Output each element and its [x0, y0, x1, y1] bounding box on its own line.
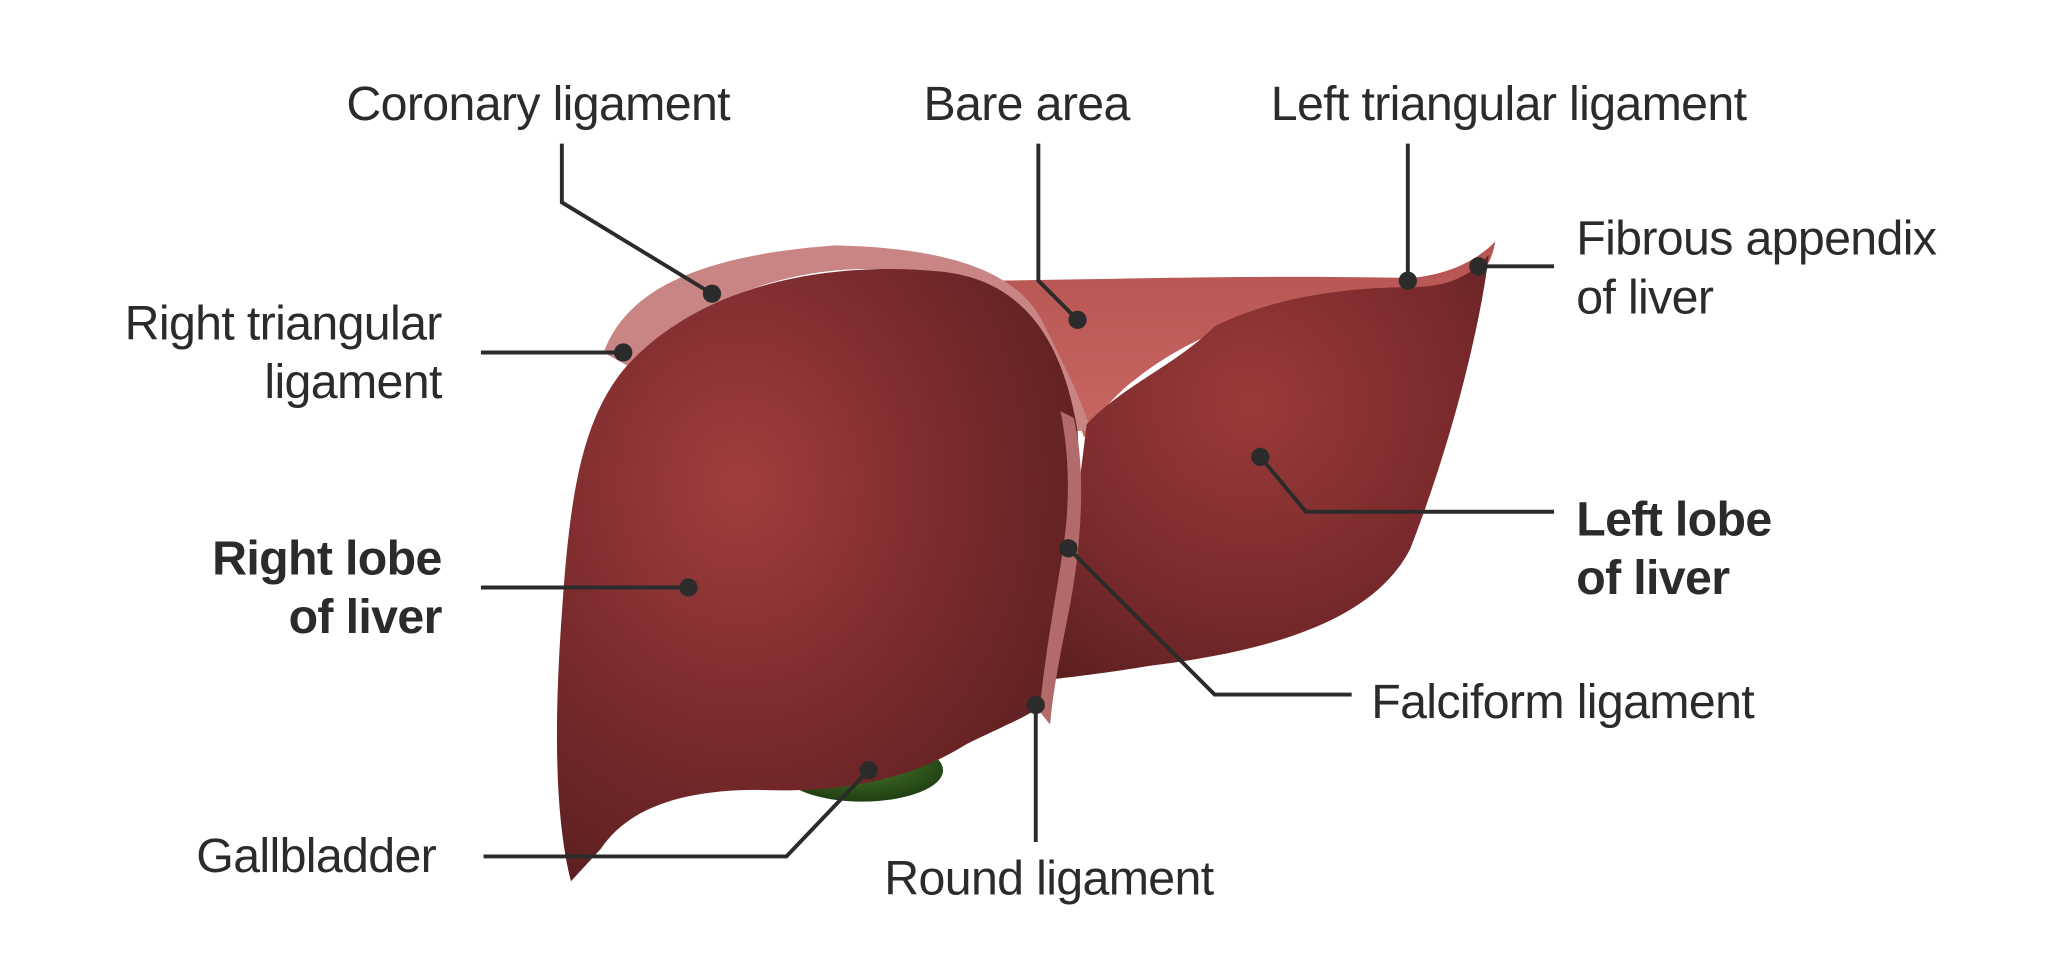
- label-right-triangular-line1: Right triangular: [125, 296, 443, 350]
- leader-gallbladder: [483, 761, 878, 859]
- left-lobe-shape: [1055, 254, 1489, 679]
- leader-right-triangular: [480, 343, 633, 362]
- leader-left-lobe: [1251, 447, 1555, 514]
- leader-left-triangular: [1398, 143, 1417, 290]
- label-left-lobe-line1: Left lobe: [1576, 492, 1771, 546]
- leader-bare-area: [1036, 143, 1087, 329]
- falciform-ligament-shape: [1039, 411, 1082, 725]
- label-round-ligament: Round ligament: [884, 851, 1214, 905]
- right-lobe-shape: [556, 268, 1079, 882]
- leader-round-ligament: [1026, 695, 1045, 843]
- label-gallbladder: Gallbladder: [196, 829, 436, 883]
- label-fibrous-appendix-line1: Fibrous appendix: [1576, 212, 1937, 266]
- label-left-lobe-line2: of liver: [1576, 551, 1730, 605]
- label-right-lobe-line1: Right lobe: [212, 531, 442, 585]
- label-bare-area: Bare area: [923, 77, 1130, 131]
- label-right-triangular-line2: ligament: [264, 355, 443, 409]
- leader-fibrous-appendix: [1469, 257, 1555, 276]
- leader-falciform: [1059, 539, 1352, 697]
- label-left-triangular-ligament: Left triangular ligament: [1271, 77, 1748, 131]
- label-falciform-ligament: Falciform ligament: [1371, 675, 1755, 729]
- label-coronary-ligament: Coronary ligament: [346, 77, 731, 131]
- label-fibrous-appendix-line2: of liver: [1576, 270, 1714, 324]
- coronary-ligament-shape: [603, 245, 1091, 431]
- label-right-lobe-line2: of liver: [289, 590, 443, 644]
- leader-coronary: [559, 143, 722, 303]
- leader-right-lobe: [480, 578, 698, 597]
